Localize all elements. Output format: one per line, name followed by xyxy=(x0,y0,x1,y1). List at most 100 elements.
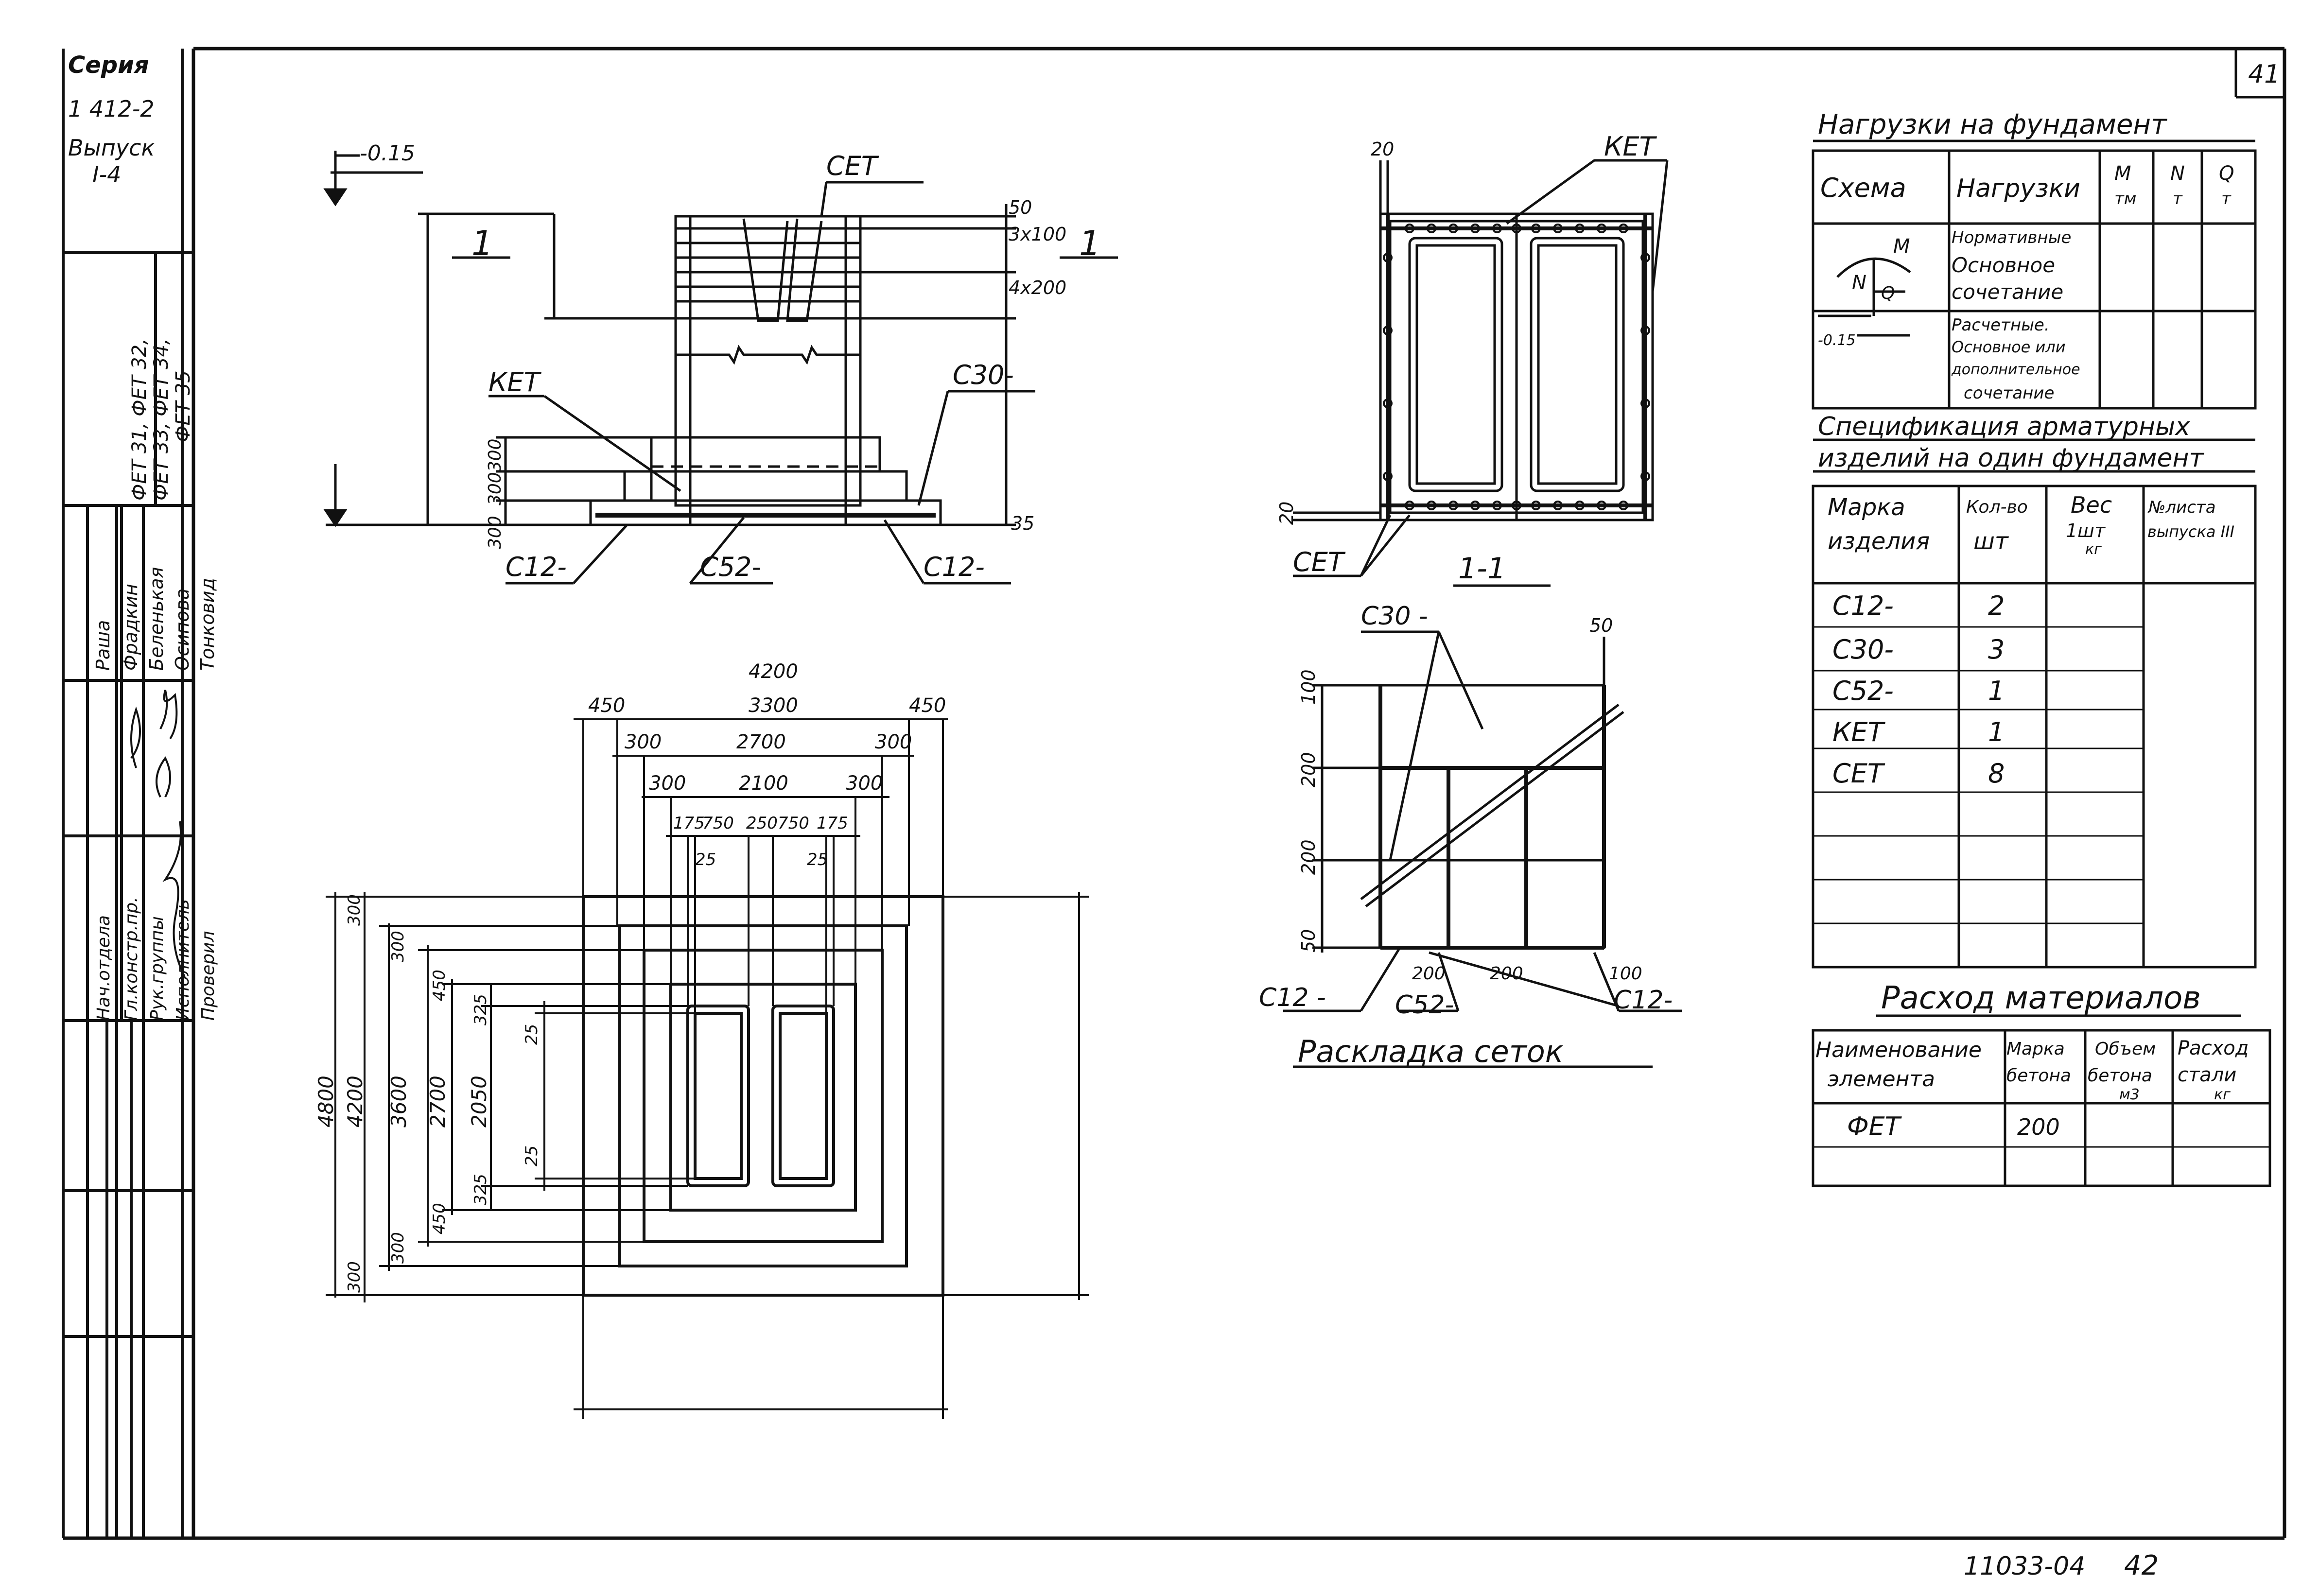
label-c30-elev: С30- xyxy=(953,360,1014,390)
label-c30-mesh: С30 - xyxy=(1361,602,1428,631)
loads-row1-line2: Основное xyxy=(1952,253,2055,277)
column-section: 20 20 КЕТ СЕТ 1-1 xyxy=(1276,131,1669,587)
name-4: Осипова xyxy=(172,589,193,671)
dim-plan-450-bottom: 450 xyxy=(430,1203,449,1234)
dim-mesh-200-b: 200 xyxy=(1298,839,1319,875)
label-c52-elev: С52- xyxy=(700,552,761,582)
materials-title: Расход материалов xyxy=(1881,980,2201,1016)
label-ket-elev: КЕТ xyxy=(488,367,541,398)
dim-plan-25-a: 25 xyxy=(695,850,716,869)
dim-plan-2700: 2700 xyxy=(736,731,786,753)
dim-plan-750-b: 750 xyxy=(778,814,809,833)
mat-header-volume-1: Объем xyxy=(2095,1039,2156,1059)
label-c12-left-elev: С12- xyxy=(506,552,567,582)
dim-plan-25-b: 25 xyxy=(807,850,828,869)
loads-header-m: M xyxy=(2114,162,2131,185)
dim-plan-300-top-a: 300 xyxy=(345,894,364,926)
spec-row3-count: 1 xyxy=(1988,676,2005,706)
mat-header-name-2: элемента xyxy=(1828,1067,1935,1092)
spec-row5-mark: СЕТ xyxy=(1832,758,1885,789)
dim-mesh-bottom-200-b: 200 xyxy=(1490,964,1523,984)
label-c12-right-elev: С12- xyxy=(924,552,985,582)
dim-plan-450-left: 450 xyxy=(588,694,625,717)
schema-label-level: -0.15 xyxy=(1818,332,1856,349)
schema-label-m: M xyxy=(1893,235,1910,258)
dim-plan-2700-left: 2700 xyxy=(426,1076,450,1128)
spec-header-weight-1: Вес xyxy=(2071,492,2112,518)
name-5: Тонковид xyxy=(197,578,218,671)
spec-header-sheet-2: выпуска III xyxy=(2147,522,2234,541)
dim-mesh-100: 100 xyxy=(1298,669,1319,705)
spec-header-count-2: шт xyxy=(1973,528,2009,555)
dim-step-bottom: 300 xyxy=(485,516,505,549)
spec-header-mark-1: Марка xyxy=(1828,494,1905,521)
dim-plan-25-top: 25 xyxy=(522,1024,541,1045)
series-number: 1 412-2 xyxy=(68,96,155,122)
label-c12-right-mesh: С12- xyxy=(1614,986,1673,1015)
label-c52-mesh: С52- xyxy=(1395,990,1454,1020)
dim-plan-175-b: 175 xyxy=(817,814,848,833)
section-title-1-1: 1-1 xyxy=(1458,552,1506,586)
sheet-frame xyxy=(63,47,2286,1540)
dim-plan-300-c: 300 xyxy=(649,772,686,795)
issue-number: I-4 xyxy=(92,161,121,188)
loads-header-n-unit: т xyxy=(2173,189,2183,208)
loads-row1-line1: Нормативные xyxy=(1952,228,2071,247)
loads-table-title: Нагрузки на фундамент xyxy=(1818,109,2167,140)
loads-row2-line1: Расчетные. xyxy=(1952,315,2050,335)
role-4: Исполнитель xyxy=(173,899,193,1021)
schema-label-n: N xyxy=(1852,272,1866,294)
dim-plan-25-bottom: 25 xyxy=(522,1145,541,1166)
dim-plan-325-top: 325 xyxy=(471,994,490,1025)
dim-50: 50 xyxy=(1009,197,1032,218)
dim-plan-300-bottom-b: 300 xyxy=(345,1261,364,1293)
dim-plan-250: 250 xyxy=(746,814,778,833)
footer-code: 11033-04 xyxy=(1964,1552,2085,1581)
spec-row4-count: 1 xyxy=(1988,717,2005,747)
section-marker-right: 1 xyxy=(1079,224,1101,263)
mat-header-name-1: Наименование xyxy=(1815,1038,1982,1062)
dim-plan-4200-left: 4200 xyxy=(343,1076,367,1128)
level-mark-top: -0.15 xyxy=(360,141,415,166)
role-5: Проверил xyxy=(198,931,218,1021)
loads-row2-line2: Основное или xyxy=(1952,338,2066,356)
spec-row2-count: 3 xyxy=(1988,634,2005,665)
schema-label-q: Q xyxy=(1881,283,1895,303)
loads-header-q: Q xyxy=(2219,162,2234,185)
dim-plan-4200-top: 4200 xyxy=(749,660,798,683)
dim-mesh-bottom-100: 100 xyxy=(1609,964,1642,984)
loads-header-n: N xyxy=(2170,162,2185,185)
label-cet-section: СЕТ xyxy=(1293,547,1346,577)
dim-plan-750-a: 750 xyxy=(702,814,734,833)
loads-row1-line3: сочетание xyxy=(1952,280,2063,304)
spec-row1-mark: С12- xyxy=(1832,590,1894,621)
mat-header-grade-1: Марка xyxy=(2006,1039,2065,1059)
loads-row2-line4: сочетание xyxy=(1964,383,2054,403)
footer-page: 42 xyxy=(2124,1550,2159,1581)
dim-plan-3300: 3300 xyxy=(749,694,798,717)
issue-label: Выпуск xyxy=(68,135,155,161)
dim-mesh-50-top: 50 xyxy=(1589,615,1613,636)
dim-plan-300-bottom-a: 300 xyxy=(388,1232,408,1264)
dim-mesh-bottom-200-a: 200 xyxy=(1412,964,1446,984)
mat-row1-name: ФЕТ xyxy=(1847,1112,1902,1141)
label-c12-left-mesh: С12 - xyxy=(1259,983,1326,1012)
dim-steps: 300300 xyxy=(485,439,505,505)
spec-title-line2: изделий на один фундамент xyxy=(1818,444,2204,473)
role-3: Рук.группы xyxy=(147,916,167,1021)
signatures xyxy=(130,690,186,977)
name-3: Беленькая xyxy=(146,567,167,671)
name-2: Фрадкин xyxy=(120,584,141,671)
mesh-layout-title: Раскладка сеток xyxy=(1298,1034,1564,1069)
loads-row2-line3: дополнительное xyxy=(1951,361,2080,378)
section-marker-left: 1 xyxy=(471,224,493,263)
dim-plan-300-top-b: 300 xyxy=(388,931,408,962)
mesh-layout: С30 - С12 - С52- С12- 50 100 200 200 50 … xyxy=(1259,602,1682,1069)
dim-plan-175-a: 175 xyxy=(673,814,705,833)
role-2: Гл.констр.пр. xyxy=(122,897,141,1021)
spec-row1-count: 2 xyxy=(1988,590,2005,621)
series-label: Серия xyxy=(68,52,149,79)
dim-plan-3600: 3600 xyxy=(387,1076,411,1128)
dim-plan-450-top: 450 xyxy=(430,970,449,1001)
